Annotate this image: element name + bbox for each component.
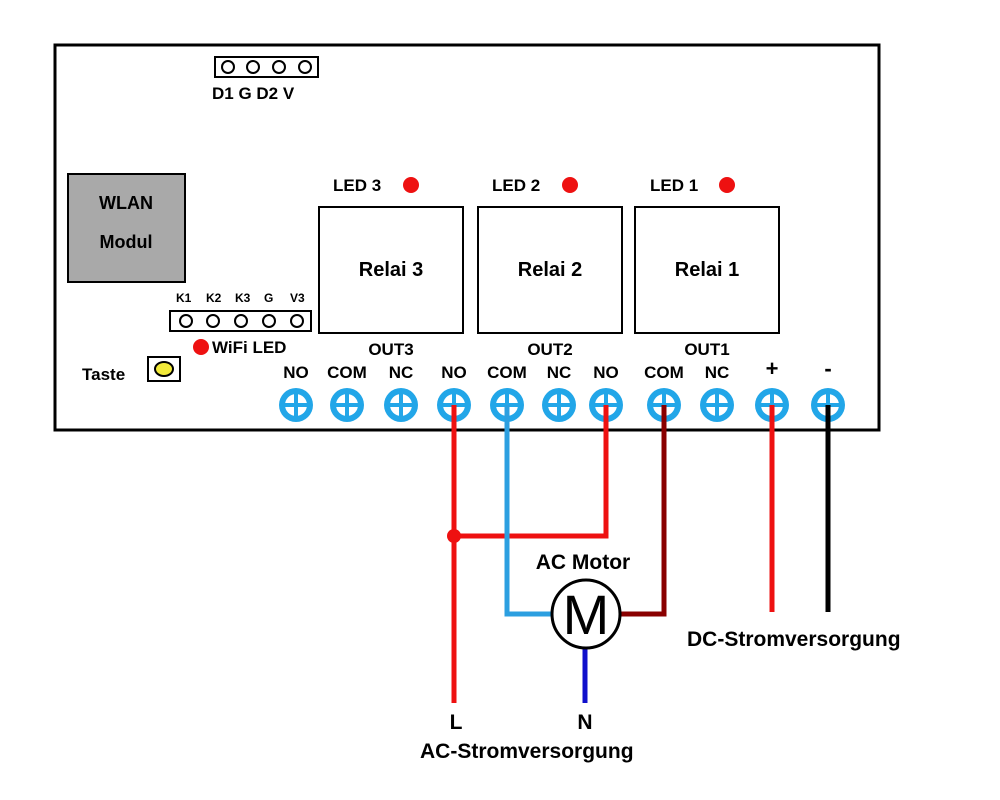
wire-motor-com2 <box>504 405 552 617</box>
led-1 <box>719 177 735 193</box>
relay-3 <box>318 206 464 334</box>
led-2 <box>562 177 578 193</box>
ac-l-label: L <box>450 711 463 734</box>
terminal-label: COM <box>327 363 367 382</box>
terminal-label: NO <box>441 363 467 382</box>
terminal-label: NO <box>593 363 619 382</box>
dc-supply-label: DC-Stromversorgung <box>687 628 901 651</box>
wire-junction <box>447 529 461 543</box>
key-label-v3: V3 <box>290 291 305 305</box>
wlan-module <box>67 173 186 283</box>
relay-1-label: Relai 1 <box>675 259 739 281</box>
terminal-label: COM <box>487 363 527 382</box>
motor-title: AC Motor <box>536 551 630 574</box>
led-3-label: LED 3 <box>333 176 381 195</box>
screw-terminal <box>279 388 313 422</box>
key-label-g: G <box>264 291 273 305</box>
out3-label: OUT3 <box>368 340 413 359</box>
key-label-k1: K1 <box>176 291 192 305</box>
terminal-label: NC <box>547 363 572 382</box>
wires <box>447 405 831 703</box>
led-3 <box>403 177 419 193</box>
relay-1 <box>634 206 780 334</box>
wifi-led-label: WiFi LED <box>212 338 286 357</box>
screw-terminal <box>384 388 418 422</box>
screw-terminal <box>700 388 734 422</box>
relay-2 <box>477 206 623 334</box>
out1-label: OUT1 <box>684 340 729 359</box>
led-2-label: LED 2 <box>492 176 540 195</box>
ac-n-label: N <box>577 711 592 734</box>
wire-motor-com1 <box>620 405 667 617</box>
ac-motor <box>550 578 622 650</box>
screw-terminal <box>330 388 364 422</box>
terminal-label: + <box>766 356 779 381</box>
out2-label: OUT2 <box>527 340 572 359</box>
header-pin-labels: D1 G D2 V <box>212 84 295 103</box>
led-1-label: LED 1 <box>650 176 698 195</box>
motor-symbol: M <box>563 583 610 646</box>
wlan-module-line1: WLAN <box>99 193 153 213</box>
terminal-label: COM <box>644 363 684 382</box>
taste-button-cap[interactable] <box>154 361 174 377</box>
terminal-label: NC <box>705 363 730 382</box>
terminal-labels: NO COM NC NO COM NC NO COM NC + - <box>283 356 831 382</box>
relay-3-label: Relai 3 <box>359 259 423 281</box>
wifi-led <box>193 339 209 355</box>
button-label: Taste <box>82 365 125 384</box>
key-label-k2: K2 <box>206 291 222 305</box>
screw-terminal <box>542 388 576 422</box>
wlan-module-line2: Modul <box>100 232 153 252</box>
header-connector <box>214 56 319 78</box>
key-label-k3: K3 <box>235 291 251 305</box>
terminal-label: NC <box>389 363 414 382</box>
terminal-label: - <box>824 356 831 381</box>
relay-2-label: Relai 2 <box>518 259 582 281</box>
key-connector <box>169 310 312 332</box>
terminal-label: NO <box>283 363 309 382</box>
ac-supply-label: AC-Stromversorgung <box>420 740 634 763</box>
